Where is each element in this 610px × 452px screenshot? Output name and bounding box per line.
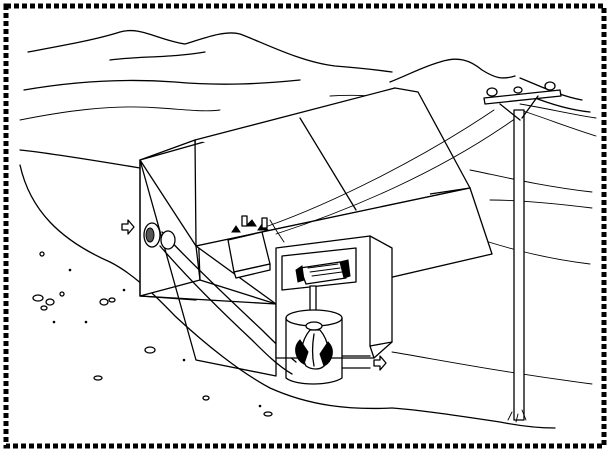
inflow-arrow-icon [122, 220, 134, 234]
powerhouse [276, 236, 392, 358]
utility-pole [484, 82, 561, 422]
outflow-arrow-icon [374, 356, 386, 370]
